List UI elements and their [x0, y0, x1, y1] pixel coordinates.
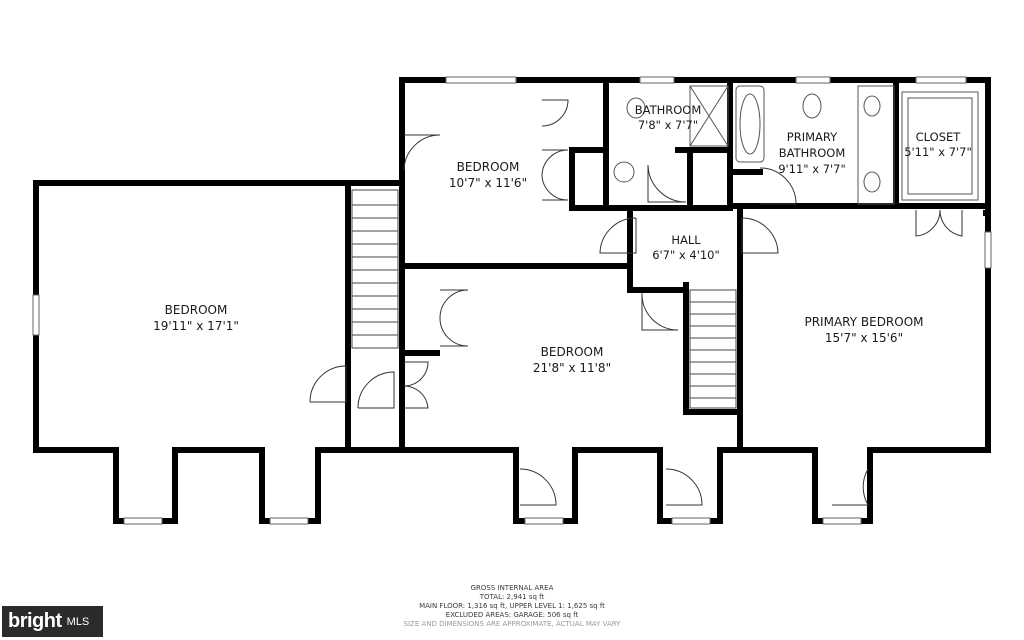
vanity — [857, 85, 895, 205]
sink-bath — [613, 161, 635, 183]
area-summary: GROSS INTERNAL AREA TOTAL: 2,941 sq ft M… — [0, 584, 1024, 629]
toilet-bath — [626, 97, 646, 119]
area-heading: GROSS INTERNAL AREA — [470, 584, 554, 592]
closet-rack — [901, 91, 979, 201]
label-bathroom: BATHROOM — [635, 103, 702, 117]
label-bedroom-left: BEDROOM — [165, 303, 228, 317]
size-closet: 5'11" x 7'7" — [904, 145, 972, 159]
label-primary-bathroom-1: PRIMARY — [787, 130, 838, 144]
label-closet: CLOSET — [916, 130, 962, 144]
stairs-center — [689, 289, 737, 409]
area-total: TOTAL: 2,941 sq ft — [479, 593, 545, 601]
size-bedroom-top: 10'7" x 11'6" — [449, 176, 527, 190]
area-floors: MAIN FLOOR: 1,316 sq ft, UPPER LEVEL 1: … — [419, 602, 605, 610]
label-primary-bedroom: PRIMARY BEDROOM — [804, 315, 923, 329]
logo-brand: bright — [8, 610, 62, 632]
size-primary-bathroom: 9'11" x 7'7" — [778, 162, 846, 176]
toilet-pbath — [802, 93, 822, 119]
walls — [33, 77, 991, 524]
label-hall: HALL — [671, 233, 701, 247]
fixtures — [613, 85, 979, 205]
size-bedroom-center: 21'8" x 11'8" — [533, 361, 611, 375]
label-bedroom-center: BEDROOM — [541, 345, 604, 359]
left-wing-wall — [33, 180, 351, 524]
area-disclaimer: SIZE AND DIMENSIONS ARE APPROXIMATE, ACT… — [403, 620, 621, 628]
label-primary-bathroom-2: BATHROOM — [779, 146, 846, 160]
size-hall: 6'7" x 4'10" — [652, 248, 720, 262]
shower — [689, 85, 729, 147]
logo-suffix: MLS — [66, 615, 90, 628]
area-excluded: EXCLUDED AREAS: GARAGE: 506 sq ft — [445, 611, 579, 619]
windows — [32, 76, 992, 525]
stairs-left — [351, 189, 399, 349]
bright-mls-logo: bright MLS — [2, 606, 103, 637]
size-primary-bedroom: 15'7" x 15'6" — [825, 331, 903, 345]
size-bedroom-left: 19'11" x 17'1" — [153, 319, 239, 333]
room-labels: BEDROOM 19'11" x 17'1" BEDROOM 10'7" x 1… — [153, 103, 972, 375]
bathtub — [735, 85, 765, 163]
size-bathroom: 7'8" x 7'7" — [638, 118, 698, 132]
doors — [309, 99, 963, 506]
label-bedroom-top: BEDROOM — [457, 160, 520, 174]
